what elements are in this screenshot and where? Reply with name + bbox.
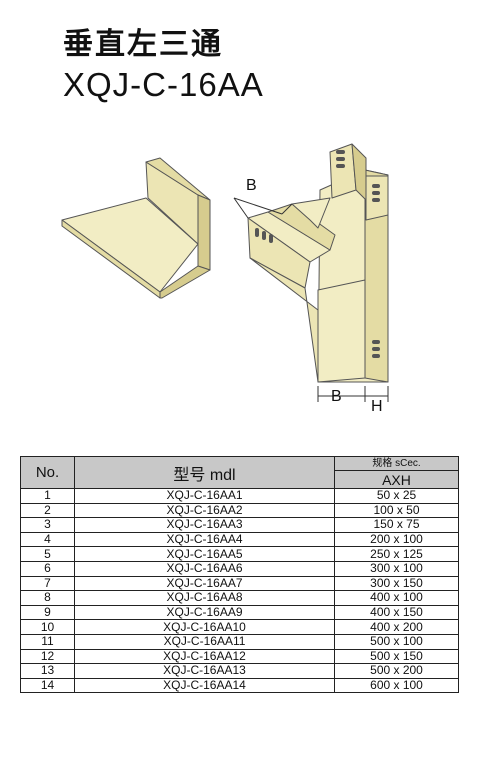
product-illustration: B B H	[0, 140, 500, 430]
l-tray-drawing	[61, 157, 211, 299]
cell-no: 14	[20, 677, 75, 694]
cell-size: 400 x 100	[334, 590, 459, 606]
cell-no: 6	[20, 560, 75, 577]
dim-label-b-top: B	[246, 177, 257, 194]
cell-size: 250 x 125	[334, 546, 459, 562]
cell-model: XQJ-C-16AA10	[74, 619, 335, 635]
cell-no: 13	[20, 663, 75, 679]
cell-size: 400 x 150	[334, 604, 459, 621]
cell-size: 500 x 150	[334, 648, 459, 665]
cell-no: 9	[20, 604, 75, 621]
vertical-tee-drawing	[247, 143, 389, 383]
cell-model: XQJ-C-16AA1	[74, 488, 335, 504]
cell-model: XQJ-C-16AA12	[74, 648, 335, 665]
dim-label-h: H	[371, 398, 383, 415]
cell-size: 200 x 100	[334, 531, 459, 548]
product-model-code: XQJ-C-16AA	[63, 66, 264, 103]
cell-model: XQJ-C-16AA9	[74, 604, 335, 621]
cell-no: 11	[20, 633, 75, 650]
header-model: 型号 mdl	[74, 456, 335, 489]
cell-size: 400 x 200	[334, 619, 459, 635]
cell-model: XQJ-C-16AA2	[74, 502, 335, 519]
cell-model: XQJ-C-16AA11	[74, 633, 335, 650]
cell-model: XQJ-C-16AA13	[74, 663, 335, 679]
cell-no: 7	[20, 575, 75, 592]
cell-size: 300 x 150	[334, 575, 459, 592]
cell-model: XQJ-C-16AA14	[74, 677, 335, 694]
cell-model: XQJ-C-16AA6	[74, 560, 335, 577]
header-no: No.	[20, 456, 75, 489]
cell-size: 500 x 200	[334, 663, 459, 679]
cell-size: 100 x 50	[334, 502, 459, 519]
cell-size: 300 x 100	[334, 560, 459, 577]
cell-size: 600 x 100	[334, 677, 459, 694]
cell-no: 2	[20, 502, 75, 519]
cell-no: 4	[20, 531, 75, 548]
cell-model: XQJ-C-16AA8	[74, 590, 335, 606]
dimension-lines	[233, 197, 389, 402]
dim-label-b-bottom: B	[331, 388, 342, 405]
cell-no: 3	[20, 517, 75, 533]
cell-size: 500 x 100	[334, 633, 459, 650]
cell-no: 12	[20, 648, 75, 665]
cell-no: 8	[20, 590, 75, 606]
cell-size: 50 x 25	[334, 488, 459, 504]
cell-model: XQJ-C-16AA7	[74, 575, 335, 592]
cell-model: XQJ-C-16AA4	[74, 531, 335, 548]
cell-no: 5	[20, 546, 75, 562]
cell-model: XQJ-C-16AA3	[74, 517, 335, 533]
cell-model: XQJ-C-16AA5	[74, 546, 335, 562]
header-axh: AXH	[334, 470, 459, 489]
header-spec: 规格 sCec.	[334, 456, 459, 471]
cell-no: 10	[20, 619, 75, 635]
cell-size: 150 x 75	[334, 517, 459, 533]
product-title-cn: 垂直左三通	[63, 27, 223, 62]
cell-no: 1	[20, 488, 75, 504]
